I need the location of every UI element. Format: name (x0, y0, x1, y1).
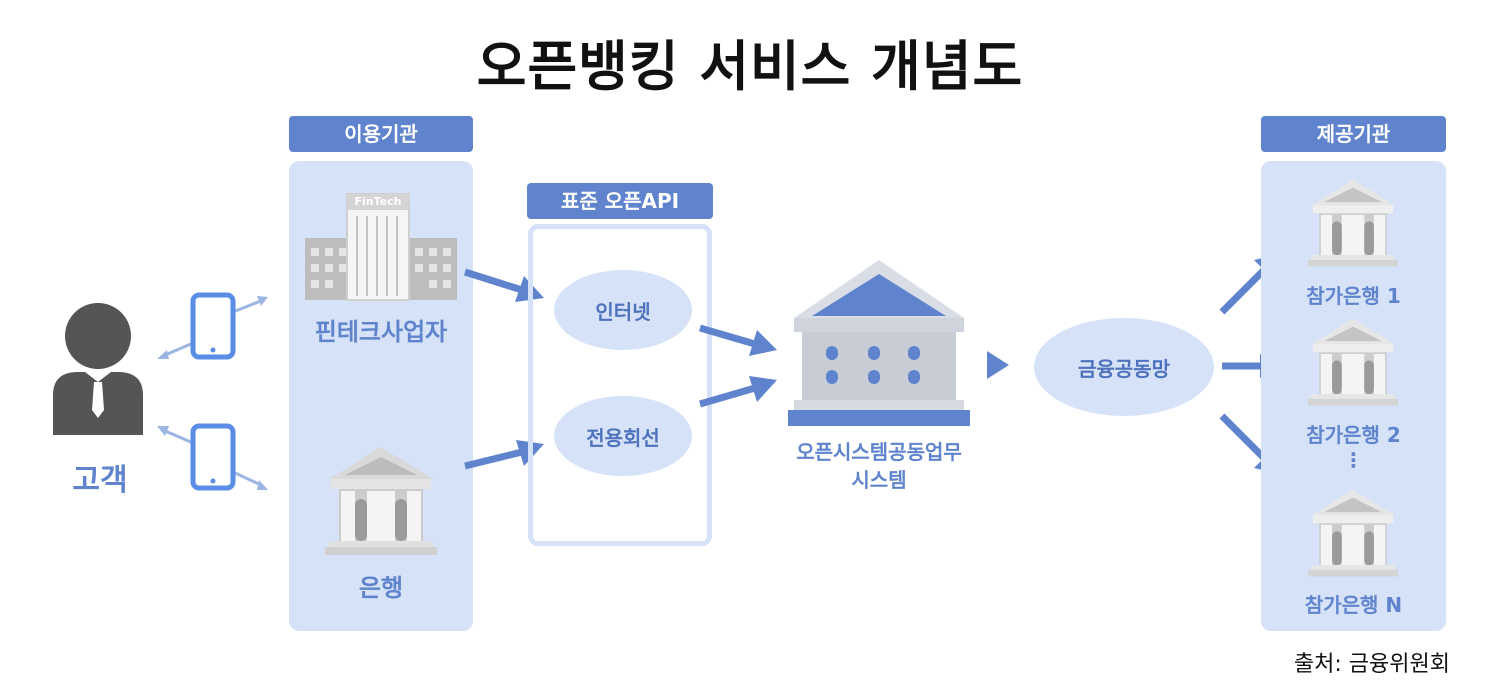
mobile-phone-icon (157, 423, 268, 491)
dedicated-line-node: 전용회선 (554, 396, 692, 476)
bank-building-icon (325, 447, 437, 555)
central-system-line2: 시스템 (851, 468, 907, 492)
page-title: 오픈뱅킹 서비스 개념도 (476, 35, 1024, 98)
bank-building-icon (1308, 489, 1398, 577)
providers-header: 제공기관 (1261, 116, 1446, 152)
standard-api-header: 표준 오픈API (527, 183, 713, 219)
financial-network-node: 금융공동망 (1034, 318, 1214, 416)
mobile-phone-icon (157, 292, 268, 360)
standard-api-panel (528, 224, 712, 546)
participating-bank-1-label: 참가은행 1 (1306, 284, 1401, 308)
user-institutions-header: 이용기관 (289, 116, 473, 152)
bank-building-icon (1308, 179, 1398, 267)
participating-bank-n-label: 참가은행 N (1304, 593, 1403, 617)
internet-node: 인터넷 (554, 270, 692, 350)
central-system-label: 오픈시스템공동업무 시스템 (760, 438, 998, 494)
source-credit: 출처: 금융위원회 (1293, 652, 1450, 677)
arrow-right-icon (699, 324, 777, 356)
central-system-line1: 오픈시스템공동업무 (796, 440, 962, 464)
bank-building-icon (1308, 318, 1398, 406)
bank-label: 은행 (358, 574, 404, 602)
fintech-label: 핀테크사업자 (314, 318, 448, 346)
fintech-building-icon (305, 193, 457, 301)
customer-person-icon (53, 303, 143, 435)
arrow-right-icon (699, 376, 777, 408)
fintech-sign: FinTech (354, 195, 402, 208)
ellipsis-vertical: ⋮ (1343, 448, 1364, 472)
play-triangle-icon (987, 351, 1009, 379)
customer-label: 고객 (72, 463, 128, 498)
participating-bank-2-label: 참가은행 2 (1306, 423, 1401, 447)
central-system-building-icon (788, 260, 970, 426)
